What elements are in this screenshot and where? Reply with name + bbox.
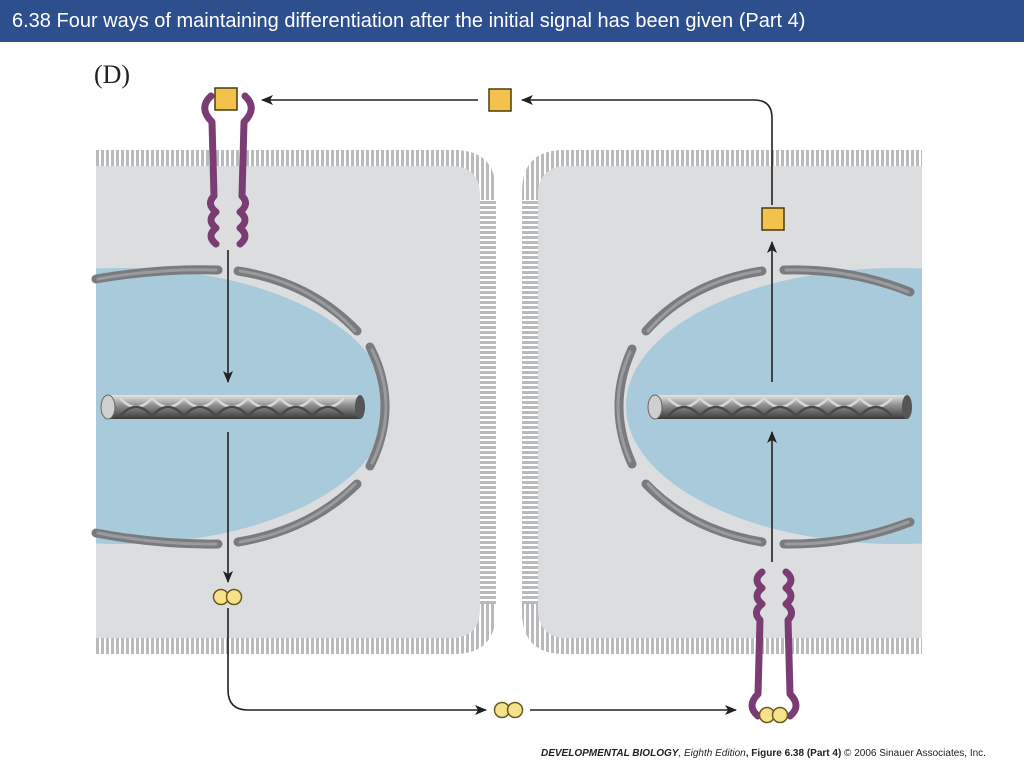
slide-title: 6.38 Four ways of maintaining differenti… — [0, 0, 1024, 42]
right-cell — [522, 150, 922, 654]
right-cell-membrane-side — [522, 200, 538, 604]
dimer-ligand-icon — [212, 588, 243, 606]
arrow-dimer-to-bottom — [227, 608, 487, 715]
signal-arrows — [223, 95, 777, 715]
arrow-right-cell-to-top — [521, 95, 773, 205]
receptor-icon — [201, 92, 255, 248]
figure-credit: DEVELOPMENTAL BIOLOGY, Eighth Edition, F… — [541, 748, 1021, 759]
dimer-ligand-icon — [493, 701, 524, 719]
receptor-icon — [748, 568, 800, 720]
panel-label: (D) — [94, 60, 131, 89]
left-cell-membrane-side — [480, 200, 496, 604]
credit-figure: , Figure 6.38 (Part 4) — [745, 748, 842, 759]
credit-book: DEVELOPMENTAL BIOLOGY — [541, 748, 679, 759]
credit-edition: , Eighth Edition — [678, 748, 746, 759]
right-dna — [647, 394, 912, 420]
right-nuclear-envelope-inner — [616, 268, 910, 546]
left-dna — [100, 394, 365, 420]
square-ligand-icon — [761, 207, 785, 231]
left-cell — [91, 150, 496, 654]
square-ligand-icon — [488, 88, 512, 112]
left-nuclear-envelope-inner — [96, 268, 388, 546]
dimer-ligand-icon — [758, 706, 789, 724]
square-ligand-icon — [214, 87, 238, 111]
credit-copyright: © 2006 Sinauer Associates, Inc. — [841, 748, 986, 759]
